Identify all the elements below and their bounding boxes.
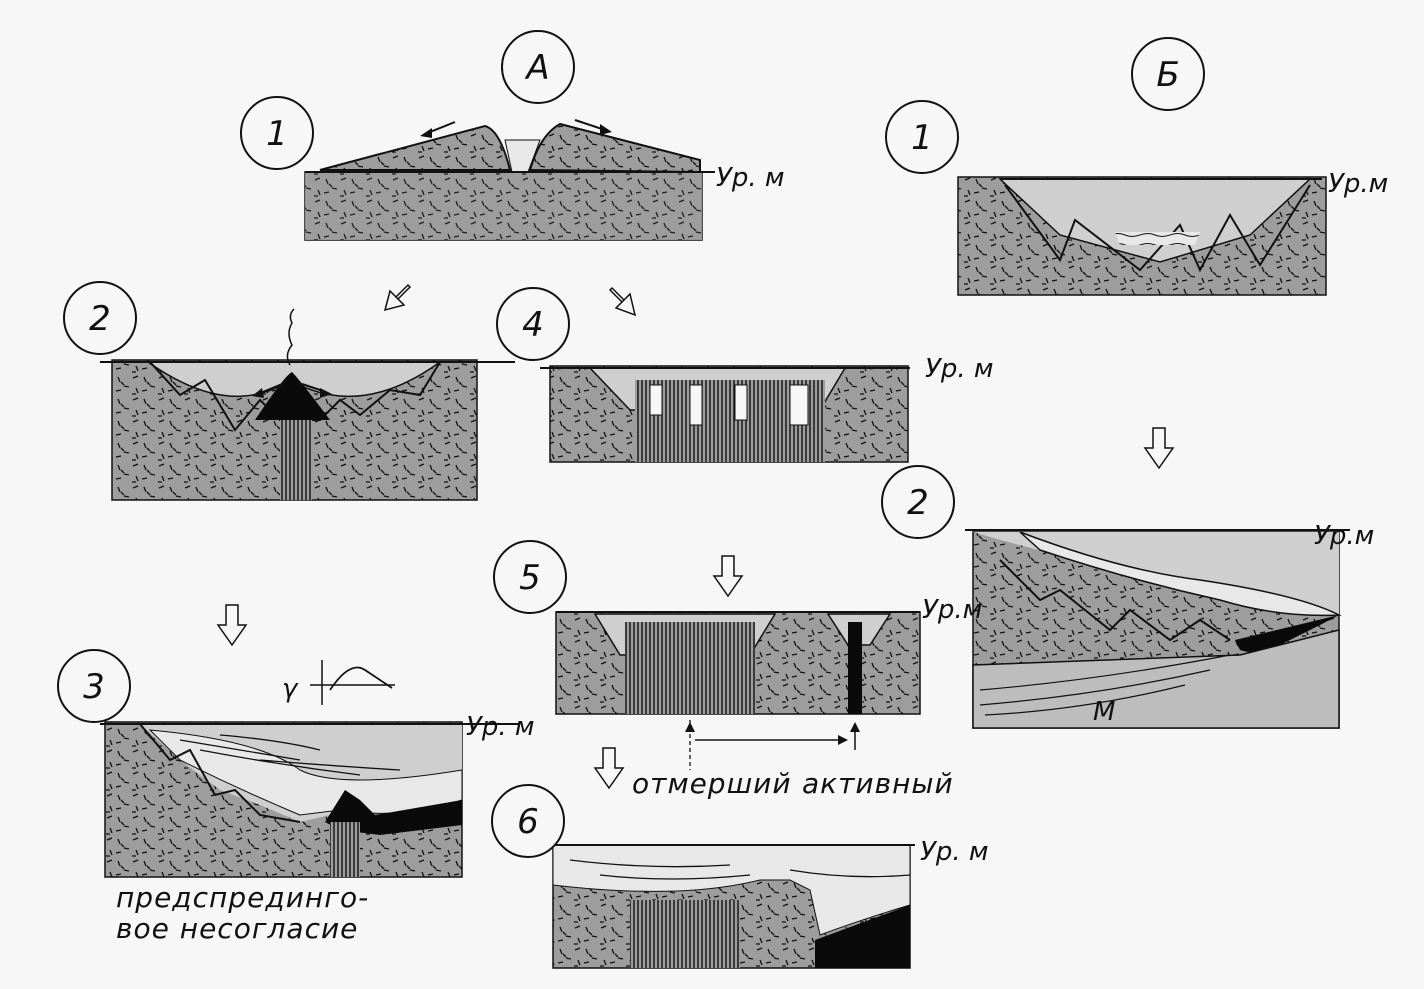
label-a-stage-4: 4 [497, 288, 569, 360]
sea-level-a1: Ур. м [716, 163, 785, 193]
label-a-stage-5: 5 [494, 541, 566, 613]
panel-a2 [100, 309, 515, 500]
unconformity-line-2: вое несогласие [116, 912, 358, 945]
svg-text:1: 1 [911, 118, 933, 158]
svg-text:5: 5 [519, 558, 541, 598]
svg-text:3: 3 [83, 667, 105, 707]
label-b-stage-1: 1 [886, 101, 958, 173]
panel-b1 [958, 177, 1326, 295]
svg-text:1: 1 [266, 114, 288, 154]
svg-text:Б: Б [1156, 55, 1179, 95]
ridge-dead-label: отмерший [632, 767, 792, 800]
label-a-stage-6: 6 [492, 785, 564, 857]
label-a-stage-1: 1 [241, 97, 313, 169]
sea-level-a6: Ур. м [920, 837, 989, 867]
gamma-profile [310, 660, 395, 705]
svg-text:4: 4 [522, 305, 544, 345]
label-a-stage-3: 3 [58, 650, 130, 722]
sea-level-a4: Ур. м [925, 354, 994, 384]
sea-level-b1: Ур.м [1328, 169, 1388, 199]
gamma-symbol: γ [282, 674, 299, 704]
sea-level-a5: Ур.м [922, 595, 982, 625]
sea-level-b2: Ур.м [1314, 521, 1374, 551]
label-column-a: А [502, 31, 574, 103]
label-column-b: Б [1132, 38, 1204, 110]
svg-text:А: А [524, 48, 549, 88]
panel-a1 [305, 120, 715, 240]
panel-a5 [556, 612, 920, 770]
label-a-stage-2: 2 [64, 282, 136, 354]
label-b-stage-2: 2 [882, 466, 954, 538]
ridge-active-label: активный [802, 767, 954, 800]
unconformity-line-1: предспрединго- [116, 881, 369, 914]
svg-text:2: 2 [89, 299, 111, 339]
sea-level-a3: Ур. м [466, 712, 535, 742]
svg-text:6: 6 [517, 802, 539, 842]
panel-b2 [965, 530, 1350, 728]
svg-text:2: 2 [907, 483, 929, 523]
panel-a4 [540, 366, 910, 462]
panel-a3 [100, 722, 520, 877]
panel-a6 [545, 845, 915, 968]
mantle-label: М [1093, 697, 1115, 727]
